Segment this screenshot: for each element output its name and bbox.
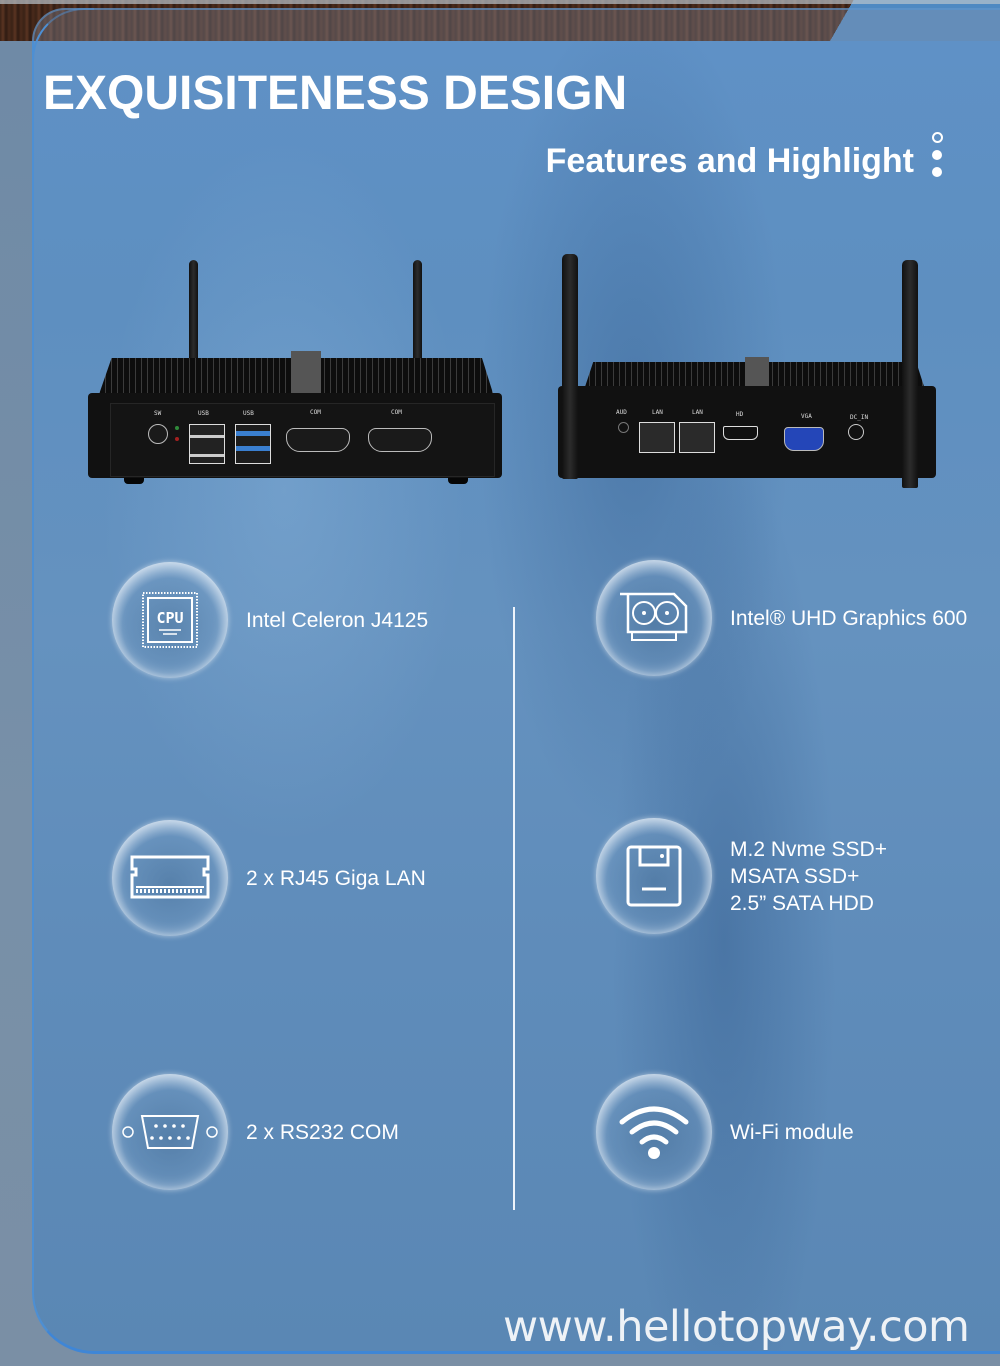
feature-item-wifi: Wi-Fi module <box>596 1074 854 1190</box>
antenna-right <box>413 260 422 360</box>
feature-bubble <box>112 1074 228 1190</box>
port-label-aud: AUD <box>616 409 627 416</box>
feature-label: 2 x RJ45 Giga LAN <box>246 866 426 890</box>
port-label-com2: COM <box>391 409 402 416</box>
wood-highlight-line <box>0 0 1000 4</box>
panel-glass-top <box>32 8 1000 41</box>
audio-jack-icon <box>618 422 629 433</box>
feature-bubble <box>112 820 228 936</box>
svg-text:CPU: CPU <box>156 609 183 627</box>
lan-port-2-icon <box>679 422 715 453</box>
feature-item-com: 2 x RS232 COM <box>112 1074 399 1190</box>
device-foot <box>124 478 144 484</box>
antenna-left <box>189 260 198 360</box>
column-divider <box>513 607 515 1210</box>
usb2-port-icon <box>189 424 225 464</box>
feature-item-graphics: Intel® UHD Graphics 600 <box>596 560 967 676</box>
feature-item-lan: 2 x RJ45 Giga LAN <box>112 820 426 936</box>
device-front-image: SW USB USB COM COM <box>86 258 504 488</box>
website-url[interactable]: www.hellotopway.com <box>503 1302 970 1352</box>
colon-dots-icon <box>930 132 944 184</box>
lan-port-1-icon <box>639 422 675 453</box>
port-label-lan1: LAN <box>652 409 663 416</box>
led-red <box>175 437 179 441</box>
feature-label: Intel Celeron J4125 <box>246 608 429 632</box>
vga-port-icon <box>784 427 824 451</box>
power-switch-icon <box>148 424 168 444</box>
feature-label: M.2 Nvme SSD+ MSATA SSD+ 2.5” SATA HDD <box>730 837 887 915</box>
led-green <box>175 426 179 430</box>
port-label-hd: HD <box>736 411 744 418</box>
antenna-right <box>902 260 918 488</box>
cpu-icon: CPU <box>142 592 198 648</box>
feature-bubble: CPU <box>112 562 228 678</box>
port-label-sw: SW <box>154 410 162 417</box>
com-port-1-icon <box>286 428 350 452</box>
dc-in-port-icon <box>848 424 864 440</box>
storage-disk-icon <box>626 845 682 907</box>
port-label-vga: VGA <box>801 413 812 420</box>
feature-bubble <box>596 560 712 676</box>
port-label-lan2: LAN <box>692 409 703 416</box>
feature-label: 2 x RS232 COM <box>246 1120 399 1144</box>
device-foot <box>448 478 468 484</box>
port-label-usb3: USB <box>243 410 254 417</box>
feature-label: Intel® UHD Graphics 600 <box>730 606 968 630</box>
device-back-image: AUD LAN LAN HD VGA DC_IN <box>548 254 940 490</box>
feature-item-cpu: CPU Intel Celeron J4125 <box>112 562 428 678</box>
hdmi-port-icon <box>723 426 758 440</box>
feature-bubble <box>596 818 712 934</box>
feature-label: Wi-Fi module <box>730 1120 854 1144</box>
port-label-usb: USB <box>198 410 209 417</box>
feature-item-storage: M.2 Nvme SSD+ MSATA SSD+ 2.5” SATA HDD <box>596 818 887 934</box>
page-title: EXQUISITENESS DESIGN <box>43 67 628 120</box>
feature-bubble <box>596 1074 712 1190</box>
page-subtitle: Features and Highlight <box>545 142 914 180</box>
serial-port-icon <box>122 1115 218 1149</box>
graphics-card-icon <box>620 592 688 641</box>
port-label-com1: COM <box>310 409 321 416</box>
port-label-dcin: DC_IN <box>850 414 869 421</box>
antenna-left <box>562 254 578 479</box>
wifi-icon <box>619 1106 689 1159</box>
usb3-port-icon <box>235 424 271 464</box>
memory-module-icon <box>130 855 210 899</box>
com-port-2-icon <box>368 428 432 452</box>
